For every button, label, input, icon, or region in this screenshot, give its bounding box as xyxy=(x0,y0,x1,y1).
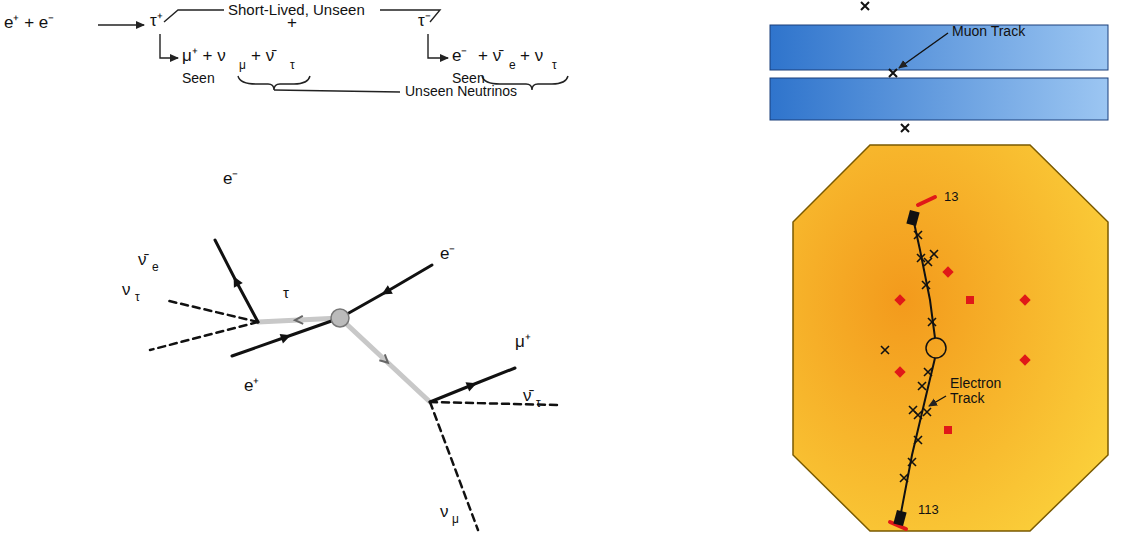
particle-label: μ⁺ xyxy=(515,333,531,352)
reaction-term: + xyxy=(287,14,297,33)
reaction-term: e⁺ + e⁻ xyxy=(4,14,54,33)
hit-mark xyxy=(881,346,889,354)
subscript: τ xyxy=(290,59,295,72)
hit-mark xyxy=(914,231,922,239)
callout-number: 13 xyxy=(944,190,958,204)
particle-label: ν̄ xyxy=(138,251,147,270)
particle-label: τ⁻ xyxy=(418,12,431,31)
hit-mark xyxy=(917,254,925,262)
subscript: τ xyxy=(552,59,557,72)
callout-number: 113 xyxy=(918,503,939,517)
track-label: Electron Track xyxy=(950,376,1012,407)
particle-label: ν̄ xyxy=(523,387,532,406)
particle-label: e⁻ xyxy=(440,245,455,264)
annotation: Seen xyxy=(182,71,215,86)
particle-label: τ⁺ xyxy=(150,12,163,31)
hit-mark xyxy=(922,281,930,289)
subscript: e xyxy=(152,261,159,274)
hit-mark xyxy=(928,318,936,326)
subscript: μ xyxy=(452,513,459,526)
particle-label: e⁺ xyxy=(244,377,259,396)
hit-mark xyxy=(924,258,932,266)
subscript: τ xyxy=(135,291,140,304)
particle-label: e⁻ xyxy=(223,170,238,189)
subscript: e xyxy=(509,59,516,72)
subscript: μ xyxy=(239,59,246,72)
hit-mark xyxy=(914,411,922,419)
annotation: Unseen Neutrinos xyxy=(405,84,517,99)
reaction-term: + ν̄ xyxy=(251,47,274,66)
particle-label: τ xyxy=(283,285,289,302)
hit-mark xyxy=(914,436,922,444)
reaction-term: + ν̄ xyxy=(478,47,501,66)
particle-label: ν xyxy=(440,503,449,522)
hit-mark xyxy=(900,474,908,482)
reaction-term: e⁻ xyxy=(452,47,467,66)
hit-mark xyxy=(923,408,931,416)
track-label: Muon Track xyxy=(952,24,1025,39)
hit-mark xyxy=(930,250,938,258)
subscript: τ xyxy=(536,397,541,410)
reaction-term: μ⁺ + ν xyxy=(182,47,226,66)
hit-mark xyxy=(908,458,916,466)
particle-label: ν xyxy=(122,281,131,300)
hit-mark xyxy=(924,368,932,376)
hit-mark xyxy=(918,382,926,390)
reaction-term: + ν xyxy=(520,47,543,66)
